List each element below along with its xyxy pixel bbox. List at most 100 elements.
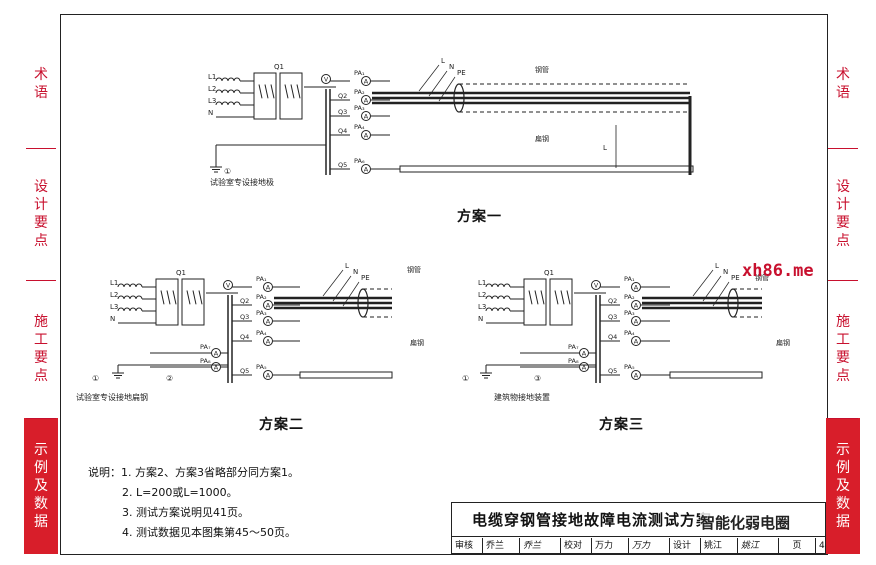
voltmeter-letter: V: [594, 283, 599, 290]
switch-label-1: Q2: [608, 297, 617, 305]
switch-label-3: Q4: [338, 127, 347, 135]
tab-char: 点: [836, 233, 850, 249]
q1-box-a: [253, 72, 277, 120]
leader-N: [702, 275, 722, 302]
q1-box-b-blade: [186, 290, 191, 305]
extra-pa-label-0: PA₇: [568, 343, 579, 351]
ammeter-1-letter: A: [364, 97, 369, 105]
q1-box-b-blade: [198, 290, 203, 305]
q1-box-b-blade: [192, 290, 197, 305]
supply-coil-0: [485, 283, 511, 288]
label-N: N: [449, 63, 454, 71]
title-block-row: 审核 乔兰 乔兰 校对 万力 万力 设计 姚江 姚江 页 42: [452, 538, 825, 554]
phase-label-2: L3: [478, 303, 486, 311]
label-pipe: 钢管: [407, 265, 421, 274]
ammeter-4-letter: A: [266, 372, 271, 380]
tab-char: 点: [836, 368, 850, 384]
switch-label-2: Q3: [608, 313, 617, 321]
drawing-title: 电缆穿钢管接地故障电流测试方案: [452, 503, 825, 537]
pa-label-0: PA₁: [256, 275, 267, 283]
switch-label-2: Q3: [338, 108, 347, 116]
tb-review-label: 审核: [452, 538, 483, 554]
tab-char: 据: [34, 514, 48, 530]
phase-label-2: L3: [110, 303, 118, 311]
ammeter-0: [263, 282, 273, 292]
phase-label-0: L1: [208, 73, 216, 81]
q1-box-a-blade: [264, 84, 269, 99]
q1-label: Q1: [274, 63, 284, 71]
leader-L: [418, 64, 440, 92]
leader-N: [428, 70, 448, 97]
flat-steel-bar: [399, 165, 694, 173]
tab-char: 及: [836, 478, 850, 494]
tab-char: 计: [34, 197, 48, 213]
ammeter-3-letter: A: [634, 338, 639, 346]
extra-pa-label-1: PA₈: [568, 357, 579, 365]
right-tab-3: 示例及数据: [826, 418, 860, 554]
ammeter-0-letter: A: [364, 78, 369, 86]
ammeter-1: [263, 300, 273, 310]
label-flat-steel: 扁钢: [776, 338, 790, 347]
phase-label-3: N: [208, 109, 213, 117]
q1-box-a-blade: [166, 290, 171, 305]
tab-divider: [26, 280, 56, 281]
ammeter-0: [631, 282, 641, 292]
q1-box-a-blade: [172, 290, 177, 305]
tb-designer-signature: 姚江: [738, 538, 779, 554]
notes: 说明：1. 方案2、方案3省略部分同方案1。 2. L=200或L=1000。 …: [88, 463, 299, 543]
tab-char: 要: [836, 215, 850, 231]
q1-box-a-blade: [270, 84, 275, 99]
supply-coil-0: [215, 77, 241, 82]
pa-label-0: PA₁: [354, 69, 365, 77]
q1-box-a: [523, 278, 547, 326]
ground-caption-1: 试验室专设接地极: [210, 177, 274, 187]
right-tab-1: 设计要点: [826, 148, 860, 280]
switch-label-1: Q2: [240, 297, 249, 305]
ammeter-2: [263, 316, 273, 326]
leader-PE: [712, 281, 730, 307]
left-tab-2: 施工要点: [24, 280, 58, 418]
voltmeter-letter: V: [324, 77, 329, 84]
drawing-frame: [60, 14, 828, 555]
ammeter-1-letter: A: [634, 302, 639, 310]
right-tab-2: 施工要点: [826, 280, 860, 418]
left-tab-1: 设计要点: [24, 148, 58, 280]
ammeter-1-letter: A: [266, 302, 271, 310]
scheme1-title: 方案一: [457, 209, 502, 225]
q1-box-b: [279, 72, 303, 120]
q1-box-a-blade: [258, 84, 263, 99]
phase-label-3: N: [478, 315, 483, 323]
tab-divider: [26, 148, 56, 149]
ammeter-2-letter: A: [364, 113, 369, 121]
pa-label-0: PA₁: [624, 275, 635, 283]
q1-box-b-blade: [566, 290, 571, 305]
supply-coil-1: [215, 89, 241, 94]
q1-box-b-blade: [290, 84, 295, 99]
tb-design-label: 设计: [670, 538, 701, 554]
switch-label-1: Q2: [338, 92, 347, 100]
note-4: 4. 测试数据见本图集第45～50页。: [122, 526, 296, 539]
ammeter-0-letter: A: [634, 284, 639, 292]
tab-char: 要: [34, 350, 48, 366]
phase-label-0: L1: [478, 279, 486, 287]
ammeter-4-letter: A: [364, 166, 369, 174]
tab-char: 点: [34, 233, 48, 249]
tb-reviewer-signature: 乔兰: [520, 538, 561, 554]
tab-char: 据: [836, 514, 850, 530]
tab-char: 施: [836, 314, 850, 330]
supply-coil-2: [485, 307, 511, 312]
ground-number-2b: ②: [166, 374, 173, 383]
tab-divider: [828, 418, 858, 419]
pa-label-3: PA₄: [354, 123, 365, 131]
q1-box-b-blade: [284, 84, 289, 99]
tab-char: 工: [836, 332, 850, 348]
flat-steel-bar: [669, 371, 763, 379]
left-tab-3: 示例及数据: [24, 418, 58, 554]
tab-char: 示: [836, 442, 850, 458]
label-pipe: 钢管: [755, 273, 769, 282]
ground-number-3b: ③: [534, 374, 541, 383]
ground-number-3a: ①: [462, 374, 469, 383]
tab-char: 计: [836, 197, 850, 213]
note-1: 说明：1. 方案2、方案3省略部分同方案1。: [88, 466, 299, 479]
tb-page-number: 42: [819, 541, 825, 551]
